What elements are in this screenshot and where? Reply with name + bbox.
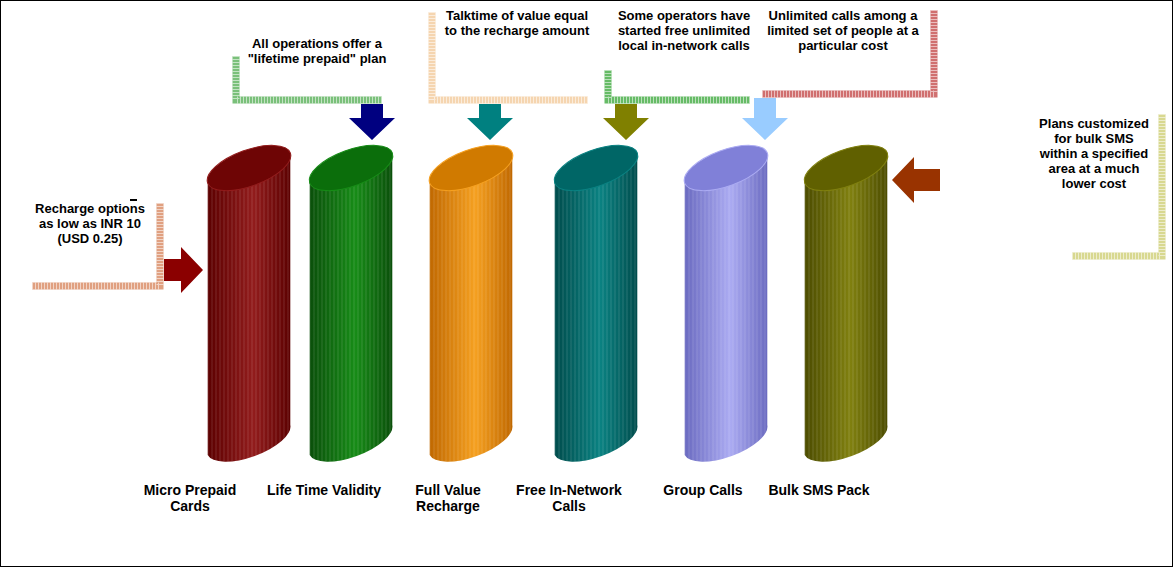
cylinder-shape xyxy=(425,140,517,470)
cylinder-stripes xyxy=(685,153,768,462)
bracket-texture xyxy=(608,70,750,100)
callout-box: Talktime of value equal to the recharge … xyxy=(428,2,596,104)
cylinder-shape xyxy=(550,140,642,470)
cylinder-column: Free In-Network Calls xyxy=(550,140,642,470)
cylinder-body xyxy=(555,153,638,462)
cylinder-column: Full Value Recharge xyxy=(425,140,517,470)
cylinder-shape xyxy=(305,140,397,470)
cylinder-stripes xyxy=(805,153,888,462)
block-arrow xyxy=(603,104,649,140)
callout-box: All operations offer a "lifetime prepaid… xyxy=(232,28,392,104)
column-label: Life Time Validity xyxy=(265,482,383,498)
cylinder-stripes xyxy=(430,153,513,462)
block-arrow xyxy=(164,247,203,293)
cylinder-body xyxy=(430,153,513,462)
callout-text: All operations offer a "lifetime prepaid… xyxy=(232,28,392,70)
cylinder-body xyxy=(685,153,768,462)
cylinder-body xyxy=(805,153,888,462)
cylinder-stripes xyxy=(555,153,638,462)
cylinder-top xyxy=(203,140,295,200)
cylinder-shape xyxy=(203,140,295,470)
cylinder-top xyxy=(680,140,772,200)
callout-text: Recharge options as low as INR 10 (USD 0… xyxy=(30,175,164,250)
cylinder-column: Group Calls xyxy=(680,140,772,470)
callout-box: Recharge options as low as INR 10 (USD 0… xyxy=(30,175,164,290)
cylinder-stripes xyxy=(310,153,393,462)
stray-dash xyxy=(130,199,137,201)
cylinder-top xyxy=(800,140,892,200)
block-arrow xyxy=(467,104,513,140)
callout-box: Plans customized for bulk SMS within a s… xyxy=(940,112,1166,260)
cylinder-body xyxy=(208,153,291,462)
callout-text: Plans customized for bulk SMS within a s… xyxy=(940,112,1166,195)
block-arrow xyxy=(892,157,940,203)
block-arrow xyxy=(349,104,395,140)
callout-text: Some operators have started free unlimit… xyxy=(604,2,754,57)
callout-box: Unlimited calls among a limited set of p… xyxy=(760,2,938,98)
column-label: Full Value Recharge xyxy=(389,482,507,514)
column-label: Micro Prepaid Cards xyxy=(131,482,249,514)
callout-text: Unlimited calls among a limited set of p… xyxy=(760,2,938,57)
cylinder-top xyxy=(550,140,642,200)
block-arrow xyxy=(742,98,788,140)
cylinder-body xyxy=(310,153,393,462)
cylinder-top xyxy=(305,140,397,200)
cylinder-column: Life Time Validity xyxy=(305,140,397,470)
cylinder-column: Bulk SMS Pack xyxy=(800,140,892,470)
column-label: Free In-Network Calls xyxy=(510,482,628,514)
bracket-line xyxy=(608,70,750,100)
column-label: Bulk SMS Pack xyxy=(760,482,878,498)
cylinder-top xyxy=(425,140,517,200)
callout-text: Talktime of value equal to the recharge … xyxy=(428,2,596,42)
cylinder-stripes xyxy=(208,153,291,462)
cylinder-shape xyxy=(800,140,892,470)
cylinder-shape xyxy=(680,140,772,470)
callout-box: Some operators have started free unlimit… xyxy=(604,2,754,104)
cylinder-column: Micro Prepaid Cards xyxy=(203,140,295,470)
column-label: Group Calls xyxy=(644,482,762,498)
